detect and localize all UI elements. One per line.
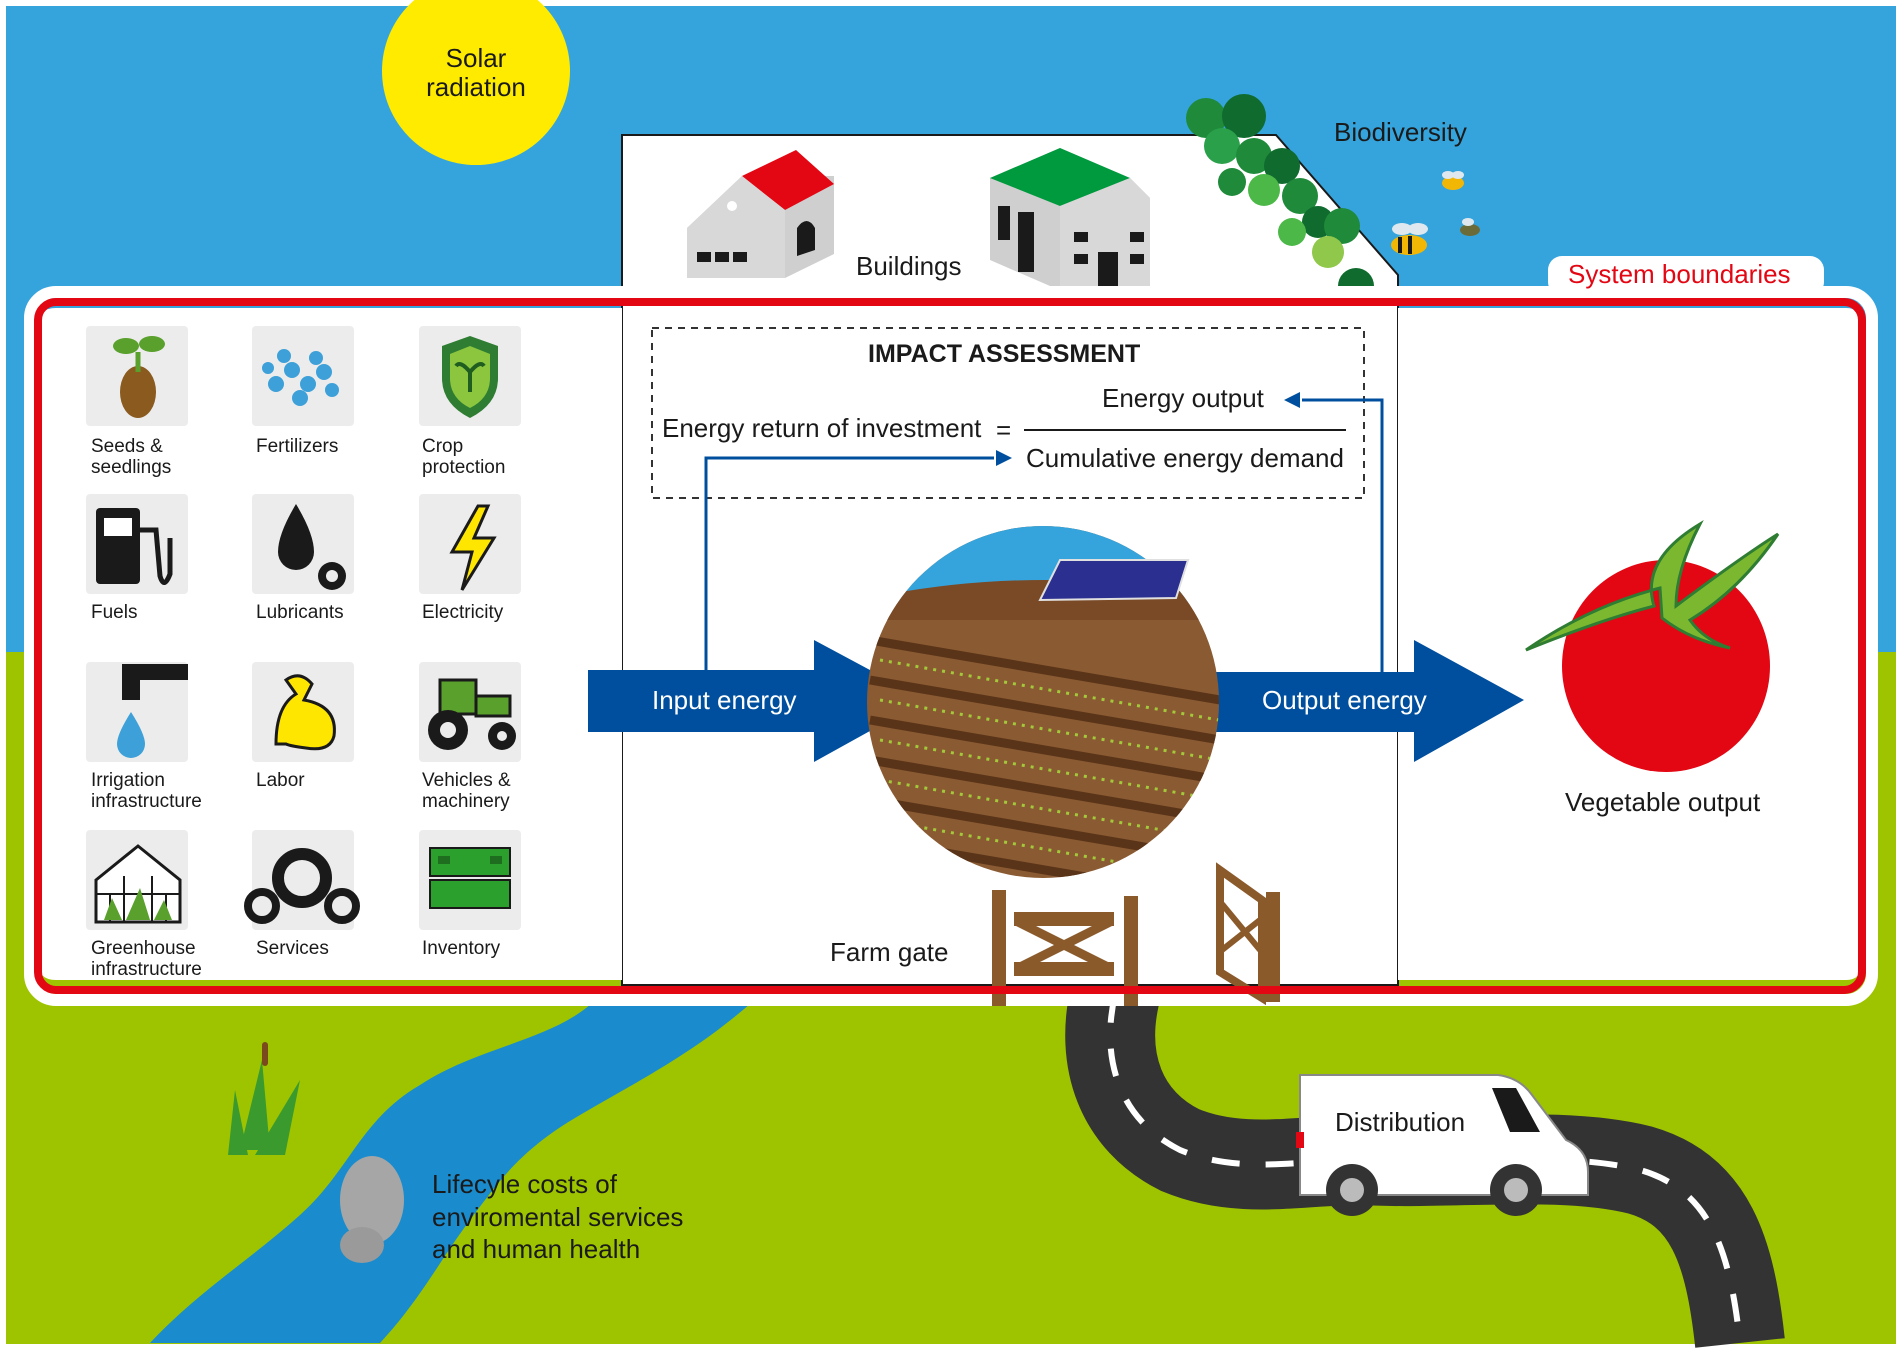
stone-icon	[340, 1156, 404, 1244]
system-boundaries-label: System boundaries	[1568, 259, 1791, 289]
equals-sign: =	[996, 415, 1012, 445]
tractor-icon	[428, 678, 516, 750]
input-feedback-arrowhead	[996, 450, 1012, 466]
input-label-crop-protection: Crop protection	[422, 436, 506, 479]
input-label-fuels: Fuels	[91, 602, 138, 623]
crop-protection-shield-icon	[442, 336, 498, 418]
output-energy-label: Output energy	[1262, 685, 1427, 715]
sun-icon	[382, 0, 570, 165]
system-boundary-frame	[34, 298, 1866, 994]
input-feedback-line	[704, 456, 994, 672]
input-label-electricity: Electricity	[422, 602, 504, 623]
input-label-vehicles: Vehicles & machinery	[422, 770, 511, 813]
tomato-icon	[1525, 519, 1780, 772]
fuel-pump-icon	[96, 508, 173, 585]
input-label-labor: Labor	[256, 770, 305, 791]
fertilizer-icon	[262, 349, 339, 406]
impact-assessment-box	[651, 327, 1365, 499]
van-icon	[1296, 1074, 1589, 1216]
cattail-icon	[262, 1042, 268, 1066]
input-label-inventory: Inventory	[422, 938, 501, 959]
input-energy-label: Input energy	[652, 685, 797, 715]
gears-icon	[244, 848, 360, 924]
biodiversity-label: Biodiversity	[1334, 117, 1467, 147]
input-label-greenhouse: Greenhouse infrastructure	[91, 938, 202, 981]
flexed-arm-icon	[274, 674, 336, 751]
buildings-label: Buildings	[856, 251, 962, 281]
river	[150, 995, 760, 1343]
output-feedback-line	[1302, 398, 1384, 672]
house-red-roof-icon	[687, 150, 834, 278]
greenhouse-icon	[94, 844, 182, 924]
system-boundary-label-bg	[1548, 256, 1824, 296]
crates-icon	[429, 847, 511, 909]
input-label-seeds: Seeds & seedlings	[91, 436, 172, 479]
impact-assessment-title: IMPACT ASSESSMENT	[868, 340, 1141, 368]
input-energy-arrow	[588, 640, 926, 762]
output-feedback-arrowhead	[1284, 392, 1300, 408]
faucet-drop-icon	[117, 664, 188, 758]
stone-small-icon	[340, 1227, 384, 1263]
vegetable-output-label: Vegetable output	[1565, 787, 1761, 817]
cumulative-energy-demand-term: Cumulative energy demand	[1026, 443, 1344, 473]
solar-panel-icon	[1038, 559, 1190, 602]
energy-output-term: Energy output	[1102, 383, 1264, 413]
distribution-label: Distribution	[1335, 1107, 1466, 1137]
system-boundary-panel	[24, 286, 1878, 1006]
bees-icon	[1391, 171, 1480, 255]
oil-drop-gear-icon	[278, 504, 346, 590]
lightning-bolt-icon	[449, 504, 497, 591]
farm-gate-icon	[992, 862, 1280, 1006]
output-energy-arrow	[1186, 640, 1524, 762]
lifecycle-costs-label: Lifecyle costs of enviromental services …	[432, 1169, 684, 1264]
input-label-irrigation: Irrigation infrastructure	[91, 770, 202, 813]
house-green-roof-icon	[990, 148, 1150, 286]
system-boundary-left-fill	[38, 308, 622, 980]
farm-gate-label: Farm gate	[830, 937, 949, 967]
seedling-icon	[113, 336, 165, 418]
erol-label: Energy return of investment	[662, 413, 982, 443]
input-label-services: Services	[256, 938, 329, 959]
solar-radiation-label: Solar radiation	[426, 43, 526, 103]
input-label-fertilizers: Fertilizers	[256, 436, 339, 457]
input-label-lubricants: Lubricants	[256, 602, 344, 623]
reeds-icon	[228, 1060, 300, 1155]
